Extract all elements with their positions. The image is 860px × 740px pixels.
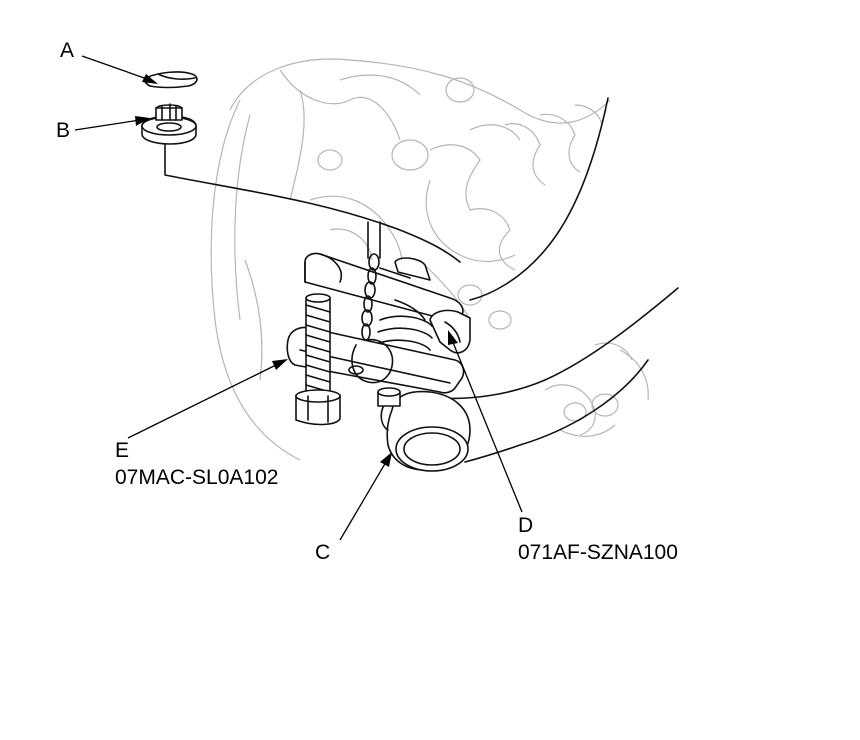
lower-control-arm [164, 97, 679, 463]
callout-label-a: A [60, 39, 75, 62]
callout-label-d: D [518, 514, 534, 537]
tool-number-d: 071AF-SZNA100 [518, 541, 678, 564]
castle-nut-part-b [141, 103, 197, 145]
callout-label-b: B [56, 119, 71, 142]
knuckle-and-driveshaft-background [210, 58, 649, 461]
safety-chain [351, 221, 394, 384]
callout-leaders [74, 55, 523, 541]
tool-number-e: 07MAC-SL0A102 [115, 466, 279, 489]
ball-joint-knuckle [380, 390, 471, 472]
callout-label-e: E [115, 439, 130, 462]
ball-joint-remover-tool [286, 252, 471, 426]
callout-label-c: C [315, 541, 331, 564]
